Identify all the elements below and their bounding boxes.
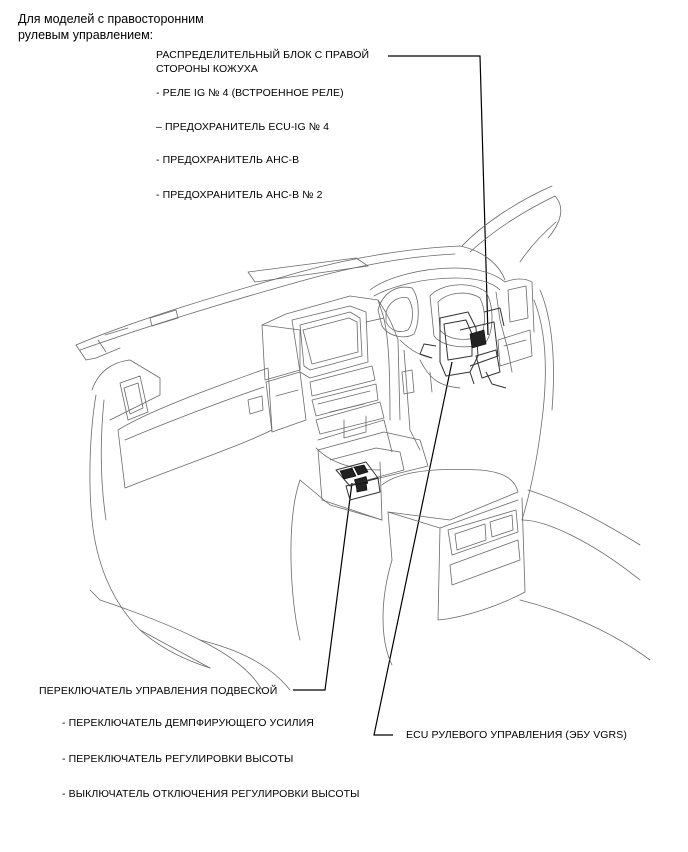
junction-block-title-line-2: СТОРОНЫ КОЖУХА xyxy=(156,63,259,75)
instrument-cluster xyxy=(369,267,535,451)
leader-lines xyxy=(293,55,489,736)
suspension-switch-title: ПЕРЕКЛЮЧАТЕЛЬ УПРАВЛЕНИЯ ПОДВЕСКОЙ xyxy=(39,685,278,697)
heading-line-1: Для моделей с правосторонним xyxy=(18,12,204,26)
suspension-switch-leader xyxy=(293,482,353,691)
fuse-ecu-ig4-label: – ПРЕДОХРАНИТЕЛЬ ECU-IG № 4 xyxy=(156,121,330,133)
center-stack xyxy=(261,295,401,471)
vgrs-ecu-label: ECU РУЛЕВОГО УПРАВЛЕНИЯ (ЭБУ VGRS) xyxy=(406,729,627,741)
relay-ig4-label: - РЕЛЕ IG № 4 (ВСТРОЕННОЕ РЕЛЕ) xyxy=(156,87,344,99)
suspension-control-switch xyxy=(335,461,381,501)
vgrs-ecu-assembly xyxy=(419,307,507,389)
windshield xyxy=(461,185,562,263)
glovebox xyxy=(117,367,273,489)
junction-block-title-line-1: РАСПРЕДЕЛИТЕЛЬНЫЙ БЛОК С ПРАВОЙ xyxy=(156,49,370,61)
console xyxy=(290,431,429,641)
floor-lines xyxy=(139,599,651,691)
right-trim xyxy=(401,289,641,581)
height-off-switch-label: - ВЫКЛЮЧАТЕЛЬ ОТКЛЮЧЕНИЯ РЕГУЛИРОВКИ ВЫС… xyxy=(62,788,360,800)
vgrs-ecu-leader xyxy=(373,361,453,736)
damping-switch-label: - ПЕРЕКЛЮЧАТЕЛЬ ДЕМПФИРУЮЩЕГО УСИЛИЯ xyxy=(62,717,314,729)
fuse-ahc-b2-label: - ПРЕДОХРАНИТЕЛЬ AHC-B № 2 xyxy=(156,189,323,201)
center-armrest xyxy=(381,468,526,666)
fuse-ahc-b-label: - ПРЕДОХРАНИТЕЛЬ AHC-B xyxy=(156,154,300,166)
height-switch-label: - ПЕРЕКЛЮЧАТЕЛЬ РЕГУЛИРОВКИ ВЫСОТЫ xyxy=(62,753,294,765)
heading-line-2: рулевым управлением: xyxy=(18,28,154,42)
junction-block-leader xyxy=(388,55,489,336)
dashboard-outline xyxy=(75,245,506,361)
left-dash-body xyxy=(89,359,263,691)
